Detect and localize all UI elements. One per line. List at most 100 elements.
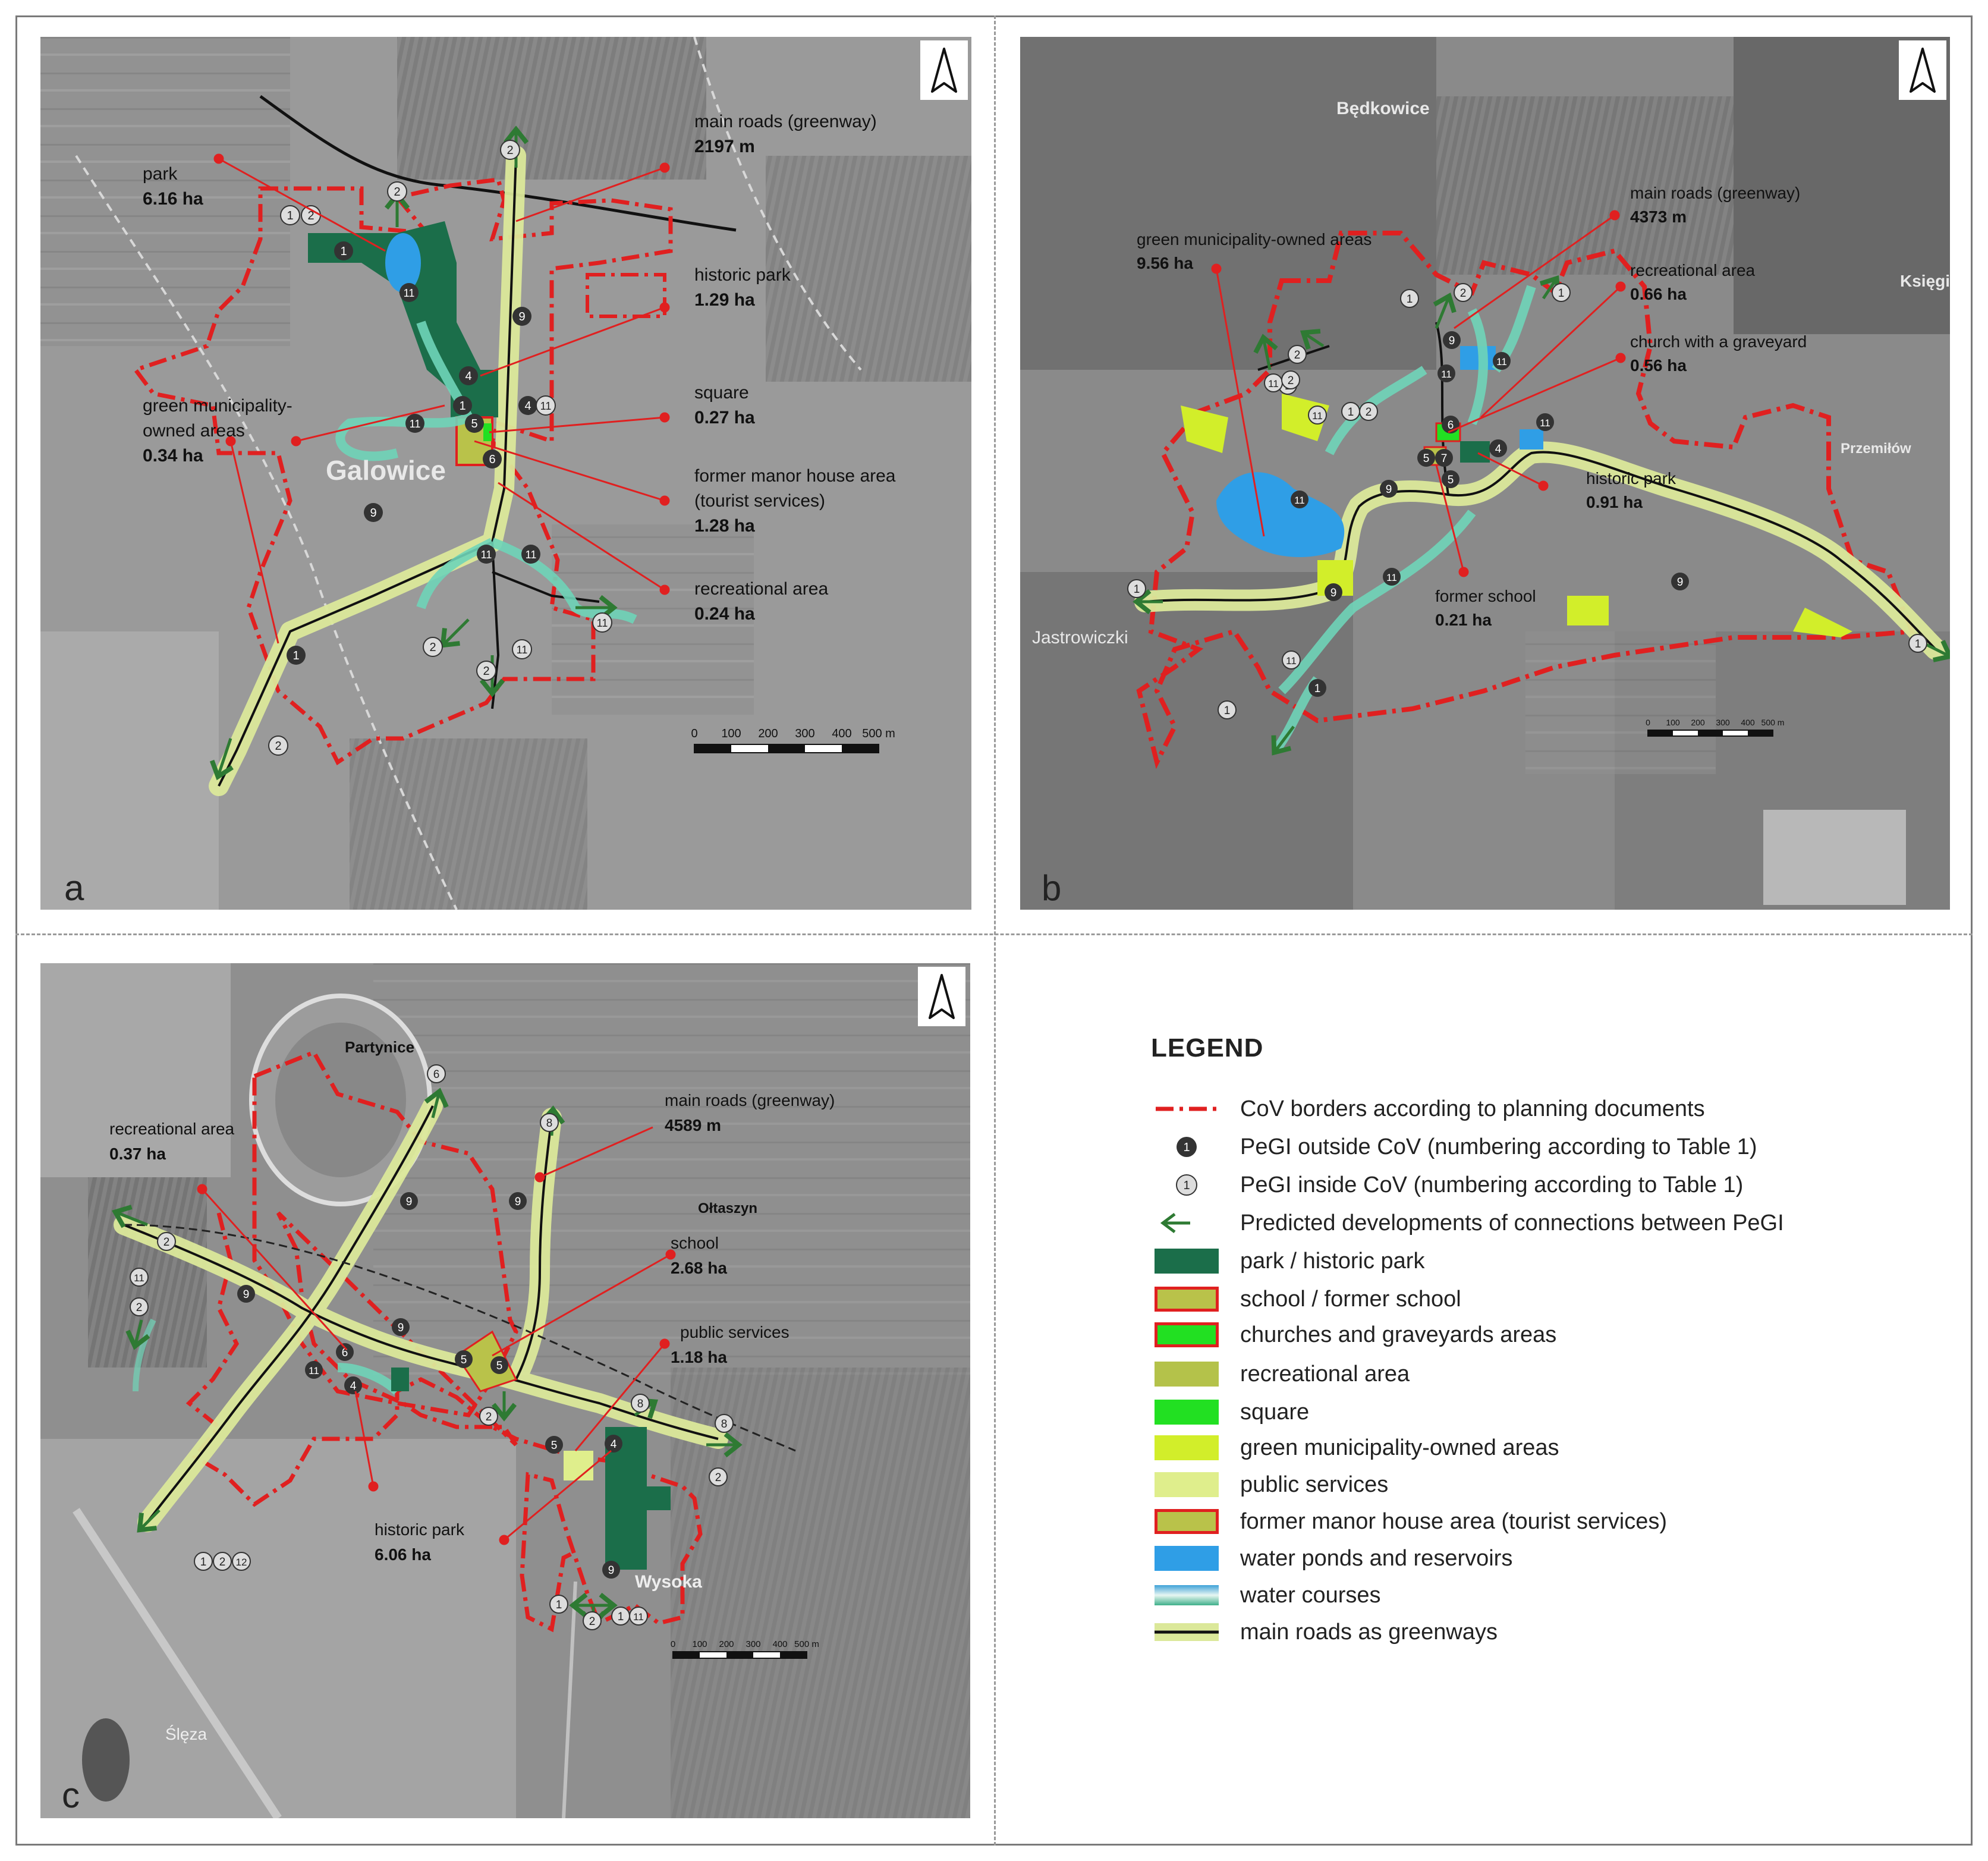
connection-arrow	[111, 1205, 148, 1228]
legend-item-public-services: public services	[1151, 1469, 1924, 1501]
svg-text:11: 11	[1312, 410, 1323, 422]
connection-arrow	[137, 1509, 161, 1533]
svg-text:2: 2	[507, 144, 513, 157]
place-name: Wysoka	[635, 1572, 702, 1592]
svg-text:1: 1	[618, 1611, 624, 1623]
dark-marker-icon: 1	[1177, 1137, 1197, 1157]
connection-arrow	[1539, 275, 1561, 300]
label-manor-2: (tourist services)	[694, 491, 825, 511]
panel-letter: a	[64, 868, 84, 908]
legend-item-water: water ponds and reservoirs	[1151, 1542, 1924, 1574]
svg-text:1: 1	[1558, 287, 1565, 300]
scale-tick-label: 400	[832, 727, 851, 740]
aerial-urban	[373, 963, 970, 1391]
svg-text:2: 2	[715, 1472, 722, 1484]
label-public-services: public services	[680, 1323, 789, 1341]
legend-item-cov-borders: CoV borders according to planning docume…	[1151, 1093, 1924, 1125]
label-manor-value: 1.28 ha	[694, 516, 755, 536]
recreational-swatch	[1155, 1362, 1219, 1387]
svg-text:1: 1	[1407, 293, 1413, 306]
svg-text:1: 1	[340, 245, 347, 258]
label-park: park	[143, 164, 178, 184]
label-public-services-value: 1.18 ha	[671, 1348, 727, 1366]
svg-text:1: 1	[556, 1599, 562, 1611]
connection-arrow	[1253, 334, 1278, 370]
svg-text:12: 12	[236, 1557, 247, 1568]
svg-text:11: 11	[1496, 356, 1507, 367]
horizontal-divider	[15, 933, 1973, 935]
svg-text:6: 6	[489, 453, 495, 466]
label-historic-park: historic park	[375, 1520, 465, 1539]
svg-text:1: 1	[200, 1556, 207, 1568]
manor-swatch	[1155, 1509, 1219, 1534]
connection-arrow	[1433, 292, 1457, 329]
cov-border	[252, 1049, 518, 1417]
label-main-roads-value: 2197 m	[694, 137, 755, 156]
aerial-field	[766, 156, 971, 382]
svg-text:9: 9	[518, 310, 525, 323]
main-road	[492, 571, 600, 603]
svg-text:2: 2	[589, 1615, 596, 1628]
svg-text:11: 11	[1286, 655, 1297, 667]
svg-text:11: 11	[481, 549, 492, 561]
place-name: Jastrowiczki	[1032, 628, 1128, 647]
water-course	[1272, 285, 1536, 753]
public-services-swatch	[1155, 1472, 1219, 1497]
label-main-roads: main roads (greenway)	[694, 112, 877, 131]
scale-tick-label: 400	[772, 1639, 787, 1649]
svg-text:11: 11	[526, 549, 537, 561]
label-green-areas-value: 0.34 ha	[143, 446, 203, 466]
svg-text:5: 5	[1423, 452, 1430, 465]
svg-text:2: 2	[1460, 287, 1467, 300]
svg-text:5: 5	[551, 1439, 558, 1452]
svg-text:9: 9	[608, 1564, 615, 1577]
historic-park-area	[391, 1368, 409, 1391]
panel-letter: b	[1042, 868, 1061, 908]
green-municipal-area	[1567, 596, 1609, 625]
svg-text:4: 4	[611, 1438, 617, 1451]
svg-text:11: 11	[633, 1611, 644, 1623]
svg-text:11: 11	[1268, 378, 1279, 389]
svg-text:9: 9	[1330, 587, 1337, 599]
admin-boundary	[693, 37, 862, 371]
railway-line	[259, 95, 737, 232]
connection-arrow-icon	[1160, 1213, 1190, 1233]
legend-item-churches: churches and graveyards areas	[1151, 1319, 1924, 1351]
public-services-area	[564, 1451, 593, 1480]
svg-text:1: 1	[292, 649, 299, 662]
legend-item-pegi-inside: 1 PeGI inside CoV (numbering according t…	[1151, 1169, 1924, 1201]
svg-text:2: 2	[483, 665, 489, 678]
legend: LEGEND CoV borders according to planning…	[1151, 1033, 1924, 1687]
map-panel-b: 9 11 11 11 6 5 7 5 4 11 9 9 11 9 1 11 2 …	[1020, 37, 1950, 910]
svg-text:9: 9	[398, 1322, 404, 1334]
aerial-field	[40, 631, 219, 910]
svg-text:2: 2	[1294, 349, 1301, 361]
place-name: Ślęza	[165, 1724, 207, 1743]
legend-item-pegi-outside: 1 PeGI outside CoV (numbering according …	[1151, 1131, 1924, 1163]
legend-label: recreational area	[1240, 1362, 1410, 1387]
svg-text:11: 11	[1540, 417, 1550, 429]
label-historic-park: historic park	[1586, 469, 1676, 488]
label-main-roads: main roads (greenway)	[665, 1091, 835, 1109]
scale-tick-label: 400	[1741, 718, 1755, 727]
park-swatch	[1155, 1249, 1219, 1274]
legend-label: CoV borders according to planning docume…	[1240, 1096, 1705, 1121]
pond	[385, 233, 421, 293]
connection-arrow	[209, 738, 234, 781]
label-recreational-value: 0.66 ha	[1630, 285, 1687, 303]
label-main-roads-value: 4373 m	[1630, 208, 1687, 226]
scale-tick-label: 500 m	[862, 727, 895, 740]
aerial-field	[1763, 810, 1906, 905]
svg-text:2: 2	[486, 1411, 492, 1423]
label-school: school	[671, 1234, 719, 1252]
water-swatch	[1155, 1546, 1219, 1571]
admin-boundary	[75, 155, 458, 910]
leader-lines	[1211, 210, 1626, 577]
north-arrow	[918, 967, 965, 1026]
scale-tick-label: 200	[758, 727, 778, 740]
map-panel-c: 9 9 9 9 6 11 4 5 5 5 4 9 6 8 2 11 2 1 2 …	[40, 963, 970, 1818]
label-square: square	[694, 383, 749, 403]
legend-item-park: park / historic park	[1151, 1245, 1924, 1277]
